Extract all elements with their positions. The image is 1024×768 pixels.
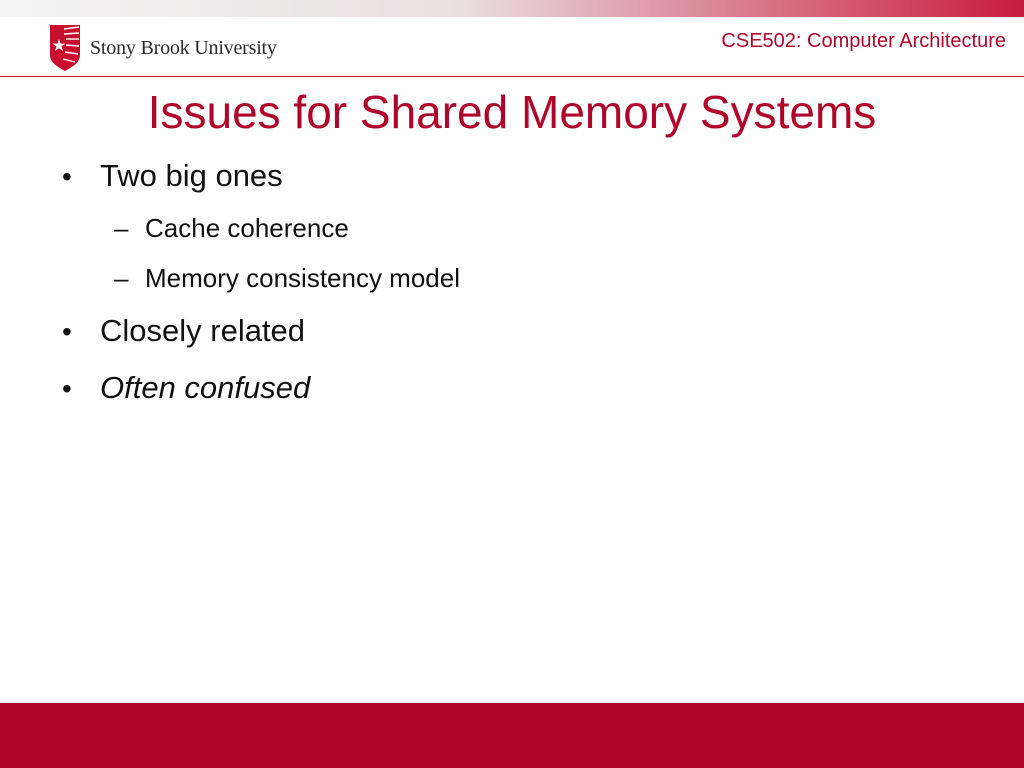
logo-wordmark: Stony Brook University (90, 36, 277, 59)
bullet-marker: • (62, 161, 72, 192)
footer-bar (0, 703, 1024, 768)
bullet-text: Often confused (100, 370, 311, 405)
header-divider (0, 76, 1024, 77)
bullet-item: • Two big ones (62, 158, 283, 194)
course-label: CSE502: Computer Architecture (721, 30, 1006, 52)
bullet-text: Closely related (100, 313, 306, 348)
bullet-marker: • (62, 316, 72, 347)
bullet-item: • Closely related (62, 313, 305, 349)
bullet-marker: • (62, 373, 72, 404)
sub-bullet-text: Cache coherence (145, 213, 349, 243)
bullet-item: • Often confused (62, 370, 310, 406)
top-accent-bar (0, 0, 1024, 17)
university-logo: Stony Brook University (50, 24, 277, 72)
dash-marker: – (114, 263, 129, 293)
slide-title: Issues for Shared Memory Systems (147, 86, 877, 138)
dash-marker: – (114, 213, 129, 243)
sub-bullet-text: Memory consistency model (145, 263, 460, 293)
bullet-text: Two big ones (100, 158, 283, 193)
sub-bullet-item: – Cache coherence (114, 213, 349, 244)
sub-bullet-item: – Memory consistency model (114, 263, 460, 294)
stony-brook-shield-icon (50, 25, 80, 71)
